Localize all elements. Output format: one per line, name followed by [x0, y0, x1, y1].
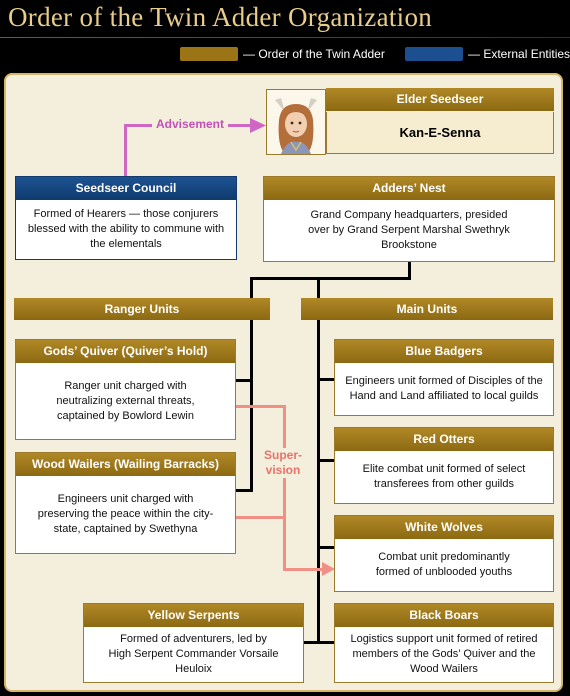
supervision-line-quiver	[236, 405, 286, 408]
elder-portrait-icon	[266, 89, 326, 155]
connector-white-wolves	[317, 546, 335, 549]
main-unit-card: Blue Badgers Engineers unit formed of Di…	[334, 339, 554, 416]
ranger-unit-header: Gods’ Quiver (Quiver’s Hold)	[16, 340, 235, 363]
seedseer-council-description: Formed of Hearers — those conjurers bles…	[27, 208, 225, 250]
advisement-line-vertical	[124, 124, 127, 177]
adders-nest-header: Adders’ Nest	[264, 177, 554, 200]
supervision-arrowhead	[322, 562, 335, 576]
supervision-line-wailers	[236, 516, 286, 519]
main-unit-card: White Wolves Combat unit predominantly f…	[334, 515, 554, 592]
main-unit-description: Engineers unit formed of Disciples of th…	[345, 375, 543, 402]
page-title: Order of the Twin Adder Organization	[8, 2, 433, 32]
supervision-line-to-wolves	[283, 568, 325, 571]
ranger-unit-description: Engineers unit charged with preserving t…	[37, 493, 214, 535]
connector-to-ranger	[250, 277, 253, 299]
connector-main-spine	[317, 318, 320, 644]
connector-wailers	[236, 489, 253, 492]
supervision-line-vertical	[283, 405, 286, 571]
connector-split	[250, 277, 411, 280]
main-unit-header: Black Boars	[335, 604, 553, 627]
ranger-unit-card: Wood Wailers (Wailing Barracks) Engineer…	[15, 452, 236, 554]
main-unit-description: Logistics support unit formed of retired…	[350, 633, 538, 675]
main-unit-description: Elite combat unit formed of select trans…	[362, 463, 526, 490]
main-unit-header: Blue Badgers	[335, 340, 553, 363]
connector-red-otters	[317, 459, 335, 462]
connector-nest-down	[408, 262, 411, 278]
title-divider	[0, 37, 570, 38]
connector-serpents-boars	[304, 641, 335, 644]
main-unit-card: Black Boars Logistics support unit forme…	[334, 603, 554, 683]
main-unit-header: White Wolves	[335, 516, 553, 539]
main-unit-description: Combat unit predominantly formed of unbl…	[375, 551, 513, 578]
main-units-bar: Main Units	[301, 298, 553, 320]
main-unit-card: Red Otters Elite combat unit formed of s…	[334, 427, 554, 504]
advisement-label: Advisement	[152, 117, 228, 131]
connector-to-main	[317, 277, 320, 299]
connector-quiver	[236, 379, 253, 382]
legend-swatch-external	[405, 47, 463, 61]
ranger-units-bar: Ranger Units	[14, 298, 270, 320]
supervision-label: Super-vision	[258, 448, 308, 478]
yellow-serpents-description: Formed of adventurers, led by High Serpe…	[108, 633, 279, 675]
advisement-arrowhead	[250, 118, 266, 133]
legend-swatch-order	[180, 47, 238, 61]
seedseer-council-box: Seedseer Council Formed of Hearers — tho…	[15, 176, 237, 260]
connector-blue-badgers	[317, 378, 335, 381]
adders-nest-box: Adders’ Nest Grand Company headquarters,…	[263, 176, 555, 262]
elder-seedseer-header: Elder Seedseer	[326, 88, 554, 111]
legend-label-order: — Order of the Twin Adder	[243, 47, 385, 61]
elder-seedseer-name: Kan-E-Senna	[326, 112, 554, 154]
yellow-serpents-header: Yellow Serpents	[84, 604, 303, 627]
yellow-serpents-box: Yellow Serpents Formed of adventurers, l…	[83, 603, 304, 683]
seedseer-council-header: Seedseer Council	[16, 177, 236, 200]
elder-seedseer-box: Elder Seedseer	[264, 87, 556, 156]
main-unit-header: Red Otters	[335, 428, 553, 451]
legend-label-external: — External Entities	[468, 47, 570, 61]
adders-nest-description: Grand Company headquarters, presided ove…	[308, 209, 510, 251]
ranger-unit-card: Gods’ Quiver (Quiver’s Hold) Ranger unit…	[15, 339, 236, 440]
ranger-unit-description: Ranger unit charged with neutralizing ex…	[56, 379, 195, 422]
ranger-unit-header: Wood Wailers (Wailing Barracks)	[16, 453, 235, 476]
